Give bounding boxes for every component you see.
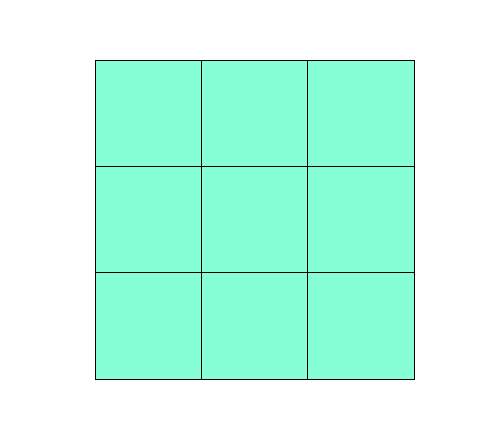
board-cell-0-2[interactable] xyxy=(308,61,414,167)
board-cell-1-2[interactable] xyxy=(308,167,414,273)
board-cell-0-0[interactable] xyxy=(96,61,202,167)
board-cell-1-1[interactable] xyxy=(202,167,308,273)
board-cell-2-2[interactable] xyxy=(308,273,414,379)
board-cell-1-0[interactable] xyxy=(96,167,202,273)
board-cell-2-0[interactable] xyxy=(96,273,202,379)
board-cell-2-1[interactable] xyxy=(202,273,308,379)
board-cell-0-1[interactable] xyxy=(202,61,308,167)
game-board xyxy=(95,60,415,380)
